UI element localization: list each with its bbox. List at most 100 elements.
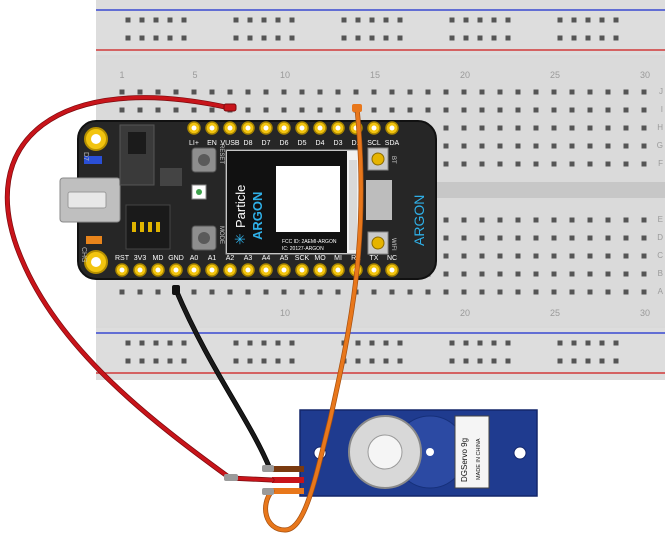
wire-end bbox=[262, 488, 274, 495]
chip-pads bbox=[132, 222, 160, 232]
breadboard-hole bbox=[479, 161, 485, 167]
breadboard-hole bbox=[551, 217, 557, 223]
breadboard-hole bbox=[587, 143, 593, 149]
pin-label: GND bbox=[168, 255, 184, 262]
breadboard-hole bbox=[191, 289, 197, 295]
breadboard-hole bbox=[281, 89, 287, 95]
servo-shaft bbox=[426, 448, 434, 456]
breadboard-hole bbox=[605, 107, 611, 113]
pin-label: RST bbox=[115, 255, 130, 262]
breadboard-hole bbox=[497, 125, 503, 131]
breadboard-hole bbox=[407, 289, 413, 295]
rail-hole bbox=[491, 340, 497, 346]
breadboard-hole bbox=[335, 89, 341, 95]
breadboard-hole bbox=[569, 217, 575, 223]
header-pad-hole bbox=[389, 125, 395, 131]
rail-hole bbox=[491, 358, 497, 364]
rail-hole bbox=[233, 17, 239, 23]
breadboard-hole bbox=[155, 289, 161, 295]
wifi-antenna-socket bbox=[371, 236, 385, 250]
blue-led bbox=[84, 156, 102, 164]
rail-hole bbox=[599, 340, 605, 346]
breadboard-hole bbox=[317, 89, 323, 95]
breadboard-hole bbox=[353, 89, 359, 95]
mounting-hole-center bbox=[91, 257, 101, 267]
breadboard-hole bbox=[569, 125, 575, 131]
column-number-label: 1 bbox=[119, 70, 124, 80]
breadboard-hole bbox=[461, 161, 467, 167]
breadboard-hole bbox=[497, 161, 503, 167]
breadboard-hole bbox=[515, 125, 521, 131]
header-pad-hole bbox=[317, 267, 323, 273]
rail-hole bbox=[369, 340, 375, 346]
header-pad-hole bbox=[389, 267, 395, 273]
breadboard-hole bbox=[443, 143, 449, 149]
breadboard-hole bbox=[479, 235, 485, 241]
rail-hole bbox=[505, 17, 511, 23]
servo-sticker bbox=[454, 415, 490, 489]
pin-label: SCK bbox=[295, 255, 310, 262]
header-pad-hole bbox=[263, 267, 269, 273]
breadboard-hole bbox=[317, 107, 323, 113]
rail-hole bbox=[449, 35, 455, 41]
breadboard-hole bbox=[569, 107, 575, 113]
breadboard-hole bbox=[407, 89, 413, 95]
pin-label: D8 bbox=[244, 140, 253, 147]
breadboard-hole bbox=[551, 253, 557, 259]
pin-label: A3 bbox=[244, 255, 253, 262]
pin-label: D5 bbox=[298, 140, 307, 147]
rail-hole bbox=[557, 17, 563, 23]
mounting-hole-center bbox=[91, 134, 101, 144]
rail-hole bbox=[139, 17, 145, 23]
breadboard-hole bbox=[623, 271, 629, 277]
breadboard-hole bbox=[299, 289, 305, 295]
rail-hole bbox=[557, 35, 563, 41]
signal-wire[interactable] bbox=[263, 106, 363, 532]
pin-label: SCL bbox=[367, 140, 381, 147]
column-numbers-bottom: 10 20 25 30 bbox=[280, 308, 650, 318]
breadboard-hole bbox=[605, 235, 611, 241]
rail-hole bbox=[505, 358, 511, 364]
breadboard-hole bbox=[587, 125, 593, 131]
rail-hole bbox=[153, 340, 159, 346]
breadboard-hole bbox=[371, 289, 377, 295]
rail-hole bbox=[341, 17, 347, 23]
header-pad-hole bbox=[281, 125, 287, 131]
breadboard-hole bbox=[569, 253, 575, 259]
breadboard-hole bbox=[389, 289, 395, 295]
rail-hole bbox=[139, 35, 145, 41]
breadboard-hole bbox=[299, 89, 305, 95]
breadboard-hole bbox=[515, 253, 521, 259]
breadboard-hole bbox=[479, 253, 485, 259]
pin-label: SDA bbox=[385, 140, 400, 147]
power-wire[interactable] bbox=[5, 95, 274, 482]
rail-hole bbox=[397, 35, 403, 41]
rail-hole bbox=[383, 35, 389, 41]
breadboard-hole bbox=[515, 107, 521, 113]
rail-hole bbox=[289, 358, 295, 364]
breadboard-hole bbox=[209, 89, 215, 95]
rail-hole bbox=[289, 17, 295, 23]
breadboard-hole bbox=[587, 253, 593, 259]
rail-hole bbox=[261, 17, 267, 23]
breadboard-hole bbox=[389, 89, 395, 95]
header-pad-hole bbox=[119, 267, 125, 273]
pin-label: D3 bbox=[334, 140, 343, 147]
breadboard-hole bbox=[497, 107, 503, 113]
header-pad-hole bbox=[245, 125, 251, 131]
breadboard-hole bbox=[443, 235, 449, 241]
breadboard-hole bbox=[227, 289, 233, 295]
breadboard-hole bbox=[533, 143, 539, 149]
rail-hole bbox=[125, 340, 131, 346]
led-label-chg: CHG bbox=[80, 247, 87, 263]
rail-hole bbox=[275, 35, 281, 41]
rail-hole bbox=[613, 358, 619, 364]
ground-wire[interactable] bbox=[174, 288, 272, 471]
header-pad-hole bbox=[335, 125, 341, 131]
breadboard-hole bbox=[515, 217, 521, 223]
breadboard-hole bbox=[461, 143, 467, 149]
row-letter: C bbox=[657, 251, 663, 260]
breadboard-hole bbox=[605, 161, 611, 167]
breadboard-hole bbox=[569, 235, 575, 241]
breadboard-hole bbox=[569, 161, 575, 167]
